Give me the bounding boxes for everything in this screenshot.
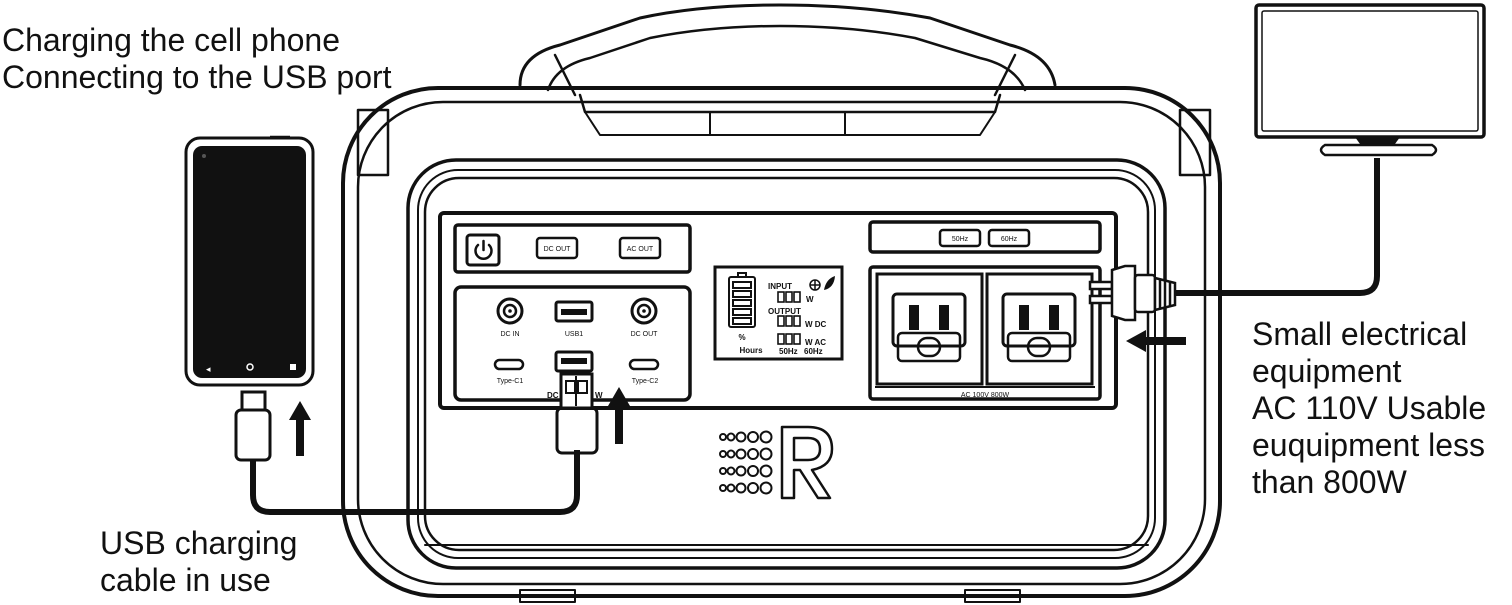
hz60-button-label: 60Hz	[1001, 236, 1018, 243]
fan-icon	[809, 279, 821, 291]
output-label: OUTPUT	[768, 307, 801, 316]
ac-out-button[interactable]	[618, 236, 662, 260]
typec1-label: Type-C1	[497, 378, 524, 385]
caption-cable-line-2: cable in use	[100, 562, 271, 598]
caption-equipment-line-5: than 800W	[1252, 464, 1407, 500]
power-icon	[474, 239, 493, 260]
caption-cable-line-1: USB charging	[100, 525, 298, 561]
caption-phone-line-1: Charging the cell phone	[2, 22, 341, 58]
battery-icon	[728, 272, 756, 328]
hz60-button[interactable]	[987, 228, 1031, 248]
hours-label: Hours	[739, 346, 763, 355]
input-w-label: W	[806, 295, 814, 304]
dc-out-button[interactable]	[535, 236, 579, 260]
ac-out-button-label: AC OUT	[627, 246, 654, 253]
phone-back-icon: ◂	[206, 365, 211, 375]
dc-partial-label: DC	[547, 391, 559, 400]
phone-recents-icon	[290, 364, 296, 370]
brand-logo	[719, 425, 834, 500]
phone: ◂	[184, 135, 315, 387]
ac-rating-label: AC 100V 800W	[961, 392, 1010, 399]
hz50-button-label: 50Hz	[952, 236, 969, 243]
caption-equipment-line-4: euquipment less	[1252, 427, 1486, 463]
output-wdc-label: W DC	[805, 320, 827, 329]
station-body	[341, 86, 1222, 598]
usb-c-plug-body	[234, 408, 272, 462]
caption-equipment-line-2: equipment	[1252, 353, 1402, 389]
caption-equipment: Small electrical equipment AC 110V Usabl…	[1252, 316, 1486, 501]
dc-in-label: DC IN	[500, 331, 519, 338]
logo-letter-r	[780, 425, 834, 500]
arrow-left-ac	[1126, 330, 1186, 352]
caption-equipment-line-1: Small electrical	[1252, 316, 1468, 352]
monitor	[1254, 3, 1486, 157]
dc-in-port[interactable]	[496, 297, 524, 325]
display-60hz-label: 60Hz	[804, 347, 823, 356]
ac-plug	[1088, 158, 1380, 322]
dc-out-button-label: DC OUT	[544, 246, 572, 253]
logo-dots	[719, 430, 773, 495]
usb1-label: USB1	[565, 331, 583, 338]
usb-c-connector	[240, 390, 267, 412]
lcd-display: % Hours INPUT OUTPUT W W DC W AC 50Hz 60…	[713, 265, 844, 361]
segment-digits	[777, 291, 801, 345]
hz50-button[interactable]	[938, 228, 982, 248]
arrow-up-usb	[608, 387, 630, 444]
typec1-port[interactable]	[493, 358, 525, 371]
input-label: INPUT	[768, 282, 792, 291]
usb-cable	[234, 372, 599, 515]
frequency-group: 50Hz 60Hz	[868, 220, 1102, 254]
front-face	[406, 158, 1167, 570]
ac-outlet-group: AC 100V 800W	[868, 265, 1102, 401]
display-50hz-label: 50Hz	[779, 347, 798, 356]
w-partial-label: W	[595, 391, 603, 400]
caption-equipment-line-3: AC 110V Usable	[1252, 390, 1487, 426]
usb1-port[interactable]	[554, 300, 594, 323]
arrow-up-phone	[289, 401, 311, 456]
output-wac-label: W AC	[805, 338, 826, 347]
carry-handle	[518, 3, 1057, 87]
phone-home-icon	[246, 363, 254, 371]
leaf-icon	[824, 276, 835, 290]
usb2-port[interactable]	[554, 350, 594, 373]
dc-out-label: DC OUT	[631, 331, 659, 338]
power-button[interactable]	[465, 233, 501, 267]
caption-phone-line-2: Connecting to the USB port	[2, 59, 392, 95]
caption-phone: Charging the cell phone Connecting to th…	[2, 22, 392, 96]
ac-outlet-2[interactable]	[985, 272, 1094, 386]
typec2-port[interactable]	[628, 358, 660, 371]
button-group: DC OUT AC OUT	[453, 223, 692, 274]
percent-label: %	[738, 333, 745, 342]
usb-a-plug-body	[555, 406, 599, 455]
dc-out-port[interactable]	[630, 297, 658, 325]
ac-outlet-1[interactable]	[875, 272, 984, 386]
caption-cable: USB charging cable in use	[100, 525, 297, 599]
typec2-label: Type-C2	[632, 378, 659, 385]
